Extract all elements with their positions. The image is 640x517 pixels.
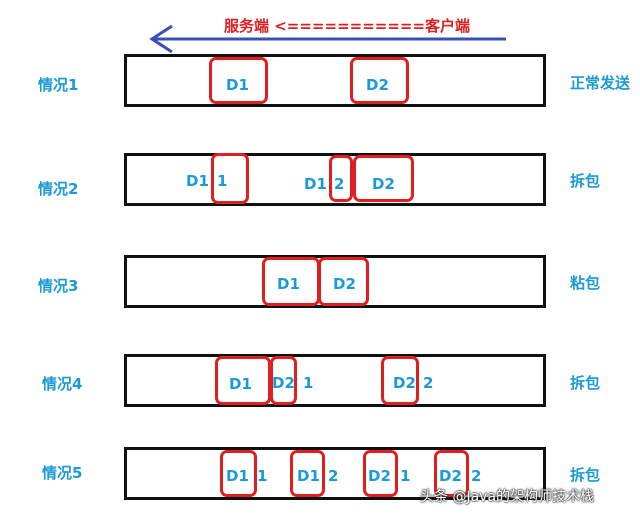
row-5-d2-part2-suffix: 2 <box>471 467 482 485</box>
row-3-lane <box>124 255 546 308</box>
row-5-d1-part2-suffix: 2 <box>328 467 339 485</box>
row-2-packet-d1-part1 <box>211 153 249 204</box>
row-4-d2-part1-text: D2 <box>272 374 295 392</box>
row-4-d2-part2-suffix: 2 <box>423 374 434 392</box>
row-5-d1-part1-suffix: 1 <box>257 467 268 485</box>
row-4-d2-part1-suffix: 1 <box>303 374 314 392</box>
row-5-d2-part2-text: D2 <box>439 467 462 485</box>
row-4-lane <box>124 354 546 407</box>
row-5-packet-d1-part1 <box>220 450 257 497</box>
row-4-packet-d2-part1 <box>270 356 297 405</box>
row-4-packet-d1 <box>215 356 271 405</box>
row-3-packet-d2 <box>318 257 369 306</box>
row-2-d1-part1-text: 1 <box>217 172 228 190</box>
row-2-d2-text: D2 <box>372 175 395 193</box>
left-arrow-icon <box>149 24 506 54</box>
watermark: 头条 @Java的架构师技术栈 <box>420 489 595 505</box>
row-5-d1-part1-text: D1 <box>226 467 249 485</box>
row-5-packet-d2-part2 <box>434 450 469 497</box>
row-3-label: 情况3 <box>38 277 79 295</box>
row-1-label: 情况1 <box>38 76 79 94</box>
row-1-lane <box>124 54 546 107</box>
row-5-packet-d1-part2 <box>290 450 325 497</box>
row-1-packet-d1 <box>209 57 268 104</box>
row-1-d1-text: D1 <box>226 76 249 94</box>
row-3-d2-text: D2 <box>333 275 356 293</box>
row-3-result: 粘包 <box>570 274 601 292</box>
row-5-d2-part1-suffix: 1 <box>400 467 411 485</box>
row-4-packet-d2-part2 <box>381 356 419 405</box>
row-1-packet-d2 <box>350 57 409 104</box>
row-4-label: 情况4 <box>42 375 83 393</box>
row-2-label: 情况2 <box>38 180 79 198</box>
row-2-d1-text: D1 <box>186 172 209 190</box>
row-1-d2-text: D2 <box>366 76 389 94</box>
row-2-d1-rest-text: D1 <box>304 175 327 193</box>
row-5-lane <box>124 447 546 500</box>
row-2-d1-part2-text: 2 <box>334 175 345 193</box>
row-4-d1-text: D1 <box>229 375 252 393</box>
row-2-result: 拆包 <box>570 172 601 190</box>
row-5-packet-d2-part1 <box>363 450 398 497</box>
row-2-packet-d2 <box>353 155 414 202</box>
row-4-d2-part2-text: D2 <box>393 374 416 392</box>
row-4-result: 拆包 <box>570 374 601 392</box>
row-2-packet-d1-part2 <box>329 155 353 202</box>
row-5-result: 拆包 <box>570 466 601 484</box>
row-1-result: 正常发送 <box>570 74 631 92</box>
row-5-label: 情况5 <box>42 464 83 482</box>
direction-label: 服务端 <===========客户端 <box>224 17 471 35</box>
row-3-d1-text: D1 <box>277 275 300 293</box>
row-5-d2-part1-text: D2 <box>368 467 391 485</box>
row-5-d1-part2-text: D1 <box>297 467 320 485</box>
